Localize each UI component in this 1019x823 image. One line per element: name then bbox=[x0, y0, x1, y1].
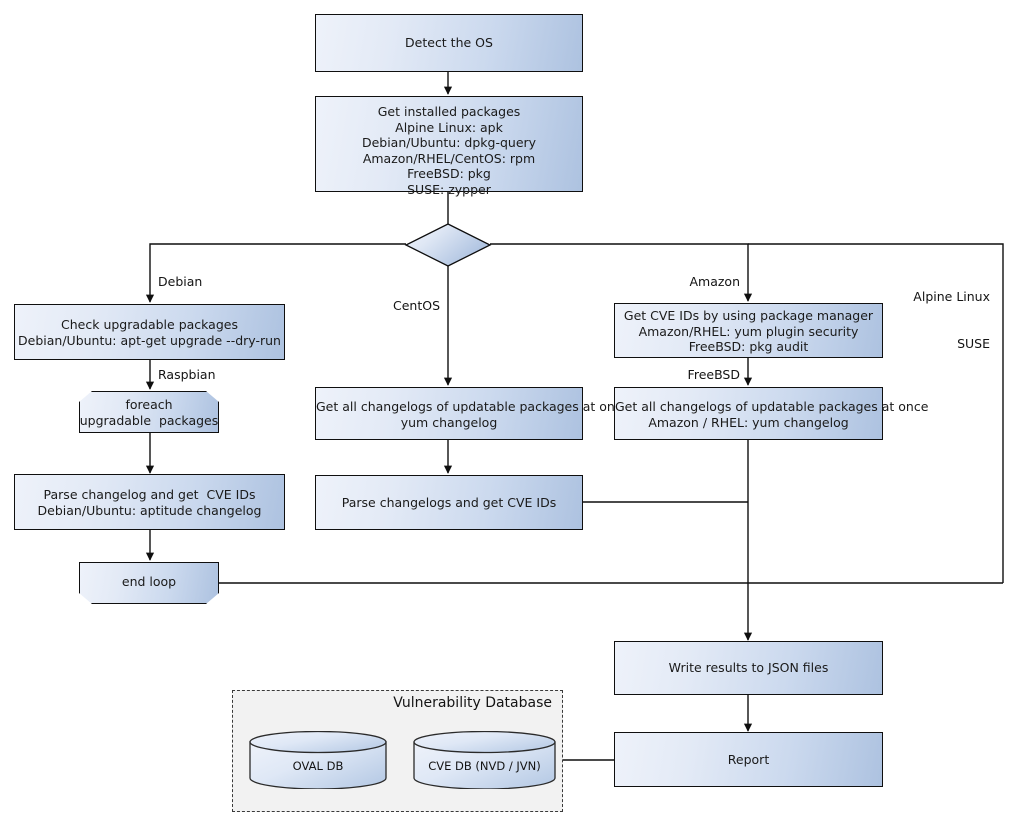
branch-amazon-line-1: Amazon bbox=[689, 274, 740, 289]
branch-alpine-line-2: SUSE bbox=[957, 335, 990, 351]
node-end-loop[interactable]: end loop bbox=[79, 562, 219, 604]
installed-packages-line-1: Get installed packages bbox=[377, 104, 521, 119]
branch-amazon-line-3: FreeBSD bbox=[687, 367, 740, 382]
report-label: Report bbox=[727, 751, 770, 767]
node-changelogs-centos[interactable]: Get all changelogs of updatable packages… bbox=[315, 387, 630, 440]
database-oval-db[interactable]: OVAL DB bbox=[248, 730, 388, 790]
parse-changelog-deb-line-2: Debian/Ubuntu: aptitude changelog bbox=[37, 502, 262, 518]
get-cve-pm-line-1: Get CVE IDs by using package manager bbox=[623, 308, 874, 323]
node-detect-os[interactable]: Detect the OS bbox=[315, 14, 583, 72]
branch-debian-line-3: Raspbian bbox=[158, 367, 216, 382]
foreach-loop-line-2: upgradable packages bbox=[79, 412, 219, 428]
installed-packages-line-5: FreeBSD: pkg bbox=[407, 166, 491, 181]
database-cve-db[interactable]: CVE DB (NVD / JVN) bbox=[412, 730, 557, 790]
node-parse-changelog-debian[interactable]: Parse changelog and get CVE IDs Debian/U… bbox=[14, 474, 285, 530]
node-get-cve-package-manager[interactable]: Get CVE IDs by using package manager Ama… bbox=[614, 303, 883, 358]
installed-packages-line-3: Debian/Ubuntu: dpkg-query bbox=[361, 135, 537, 150]
branch-debian-line-1: Debian bbox=[158, 274, 203, 289]
node-foreach-loop[interactable]: foreach upgradable packages bbox=[79, 391, 219, 433]
branch-label-centos: CentOS bbox=[340, 267, 440, 345]
node-check-upgradable[interactable]: Check upgradable packages Debian/Ubuntu:… bbox=[14, 304, 285, 360]
branch-label-alpine: Alpine Linux SUSE bbox=[880, 258, 990, 382]
node-detect-os-label: Detect the OS bbox=[405, 35, 493, 51]
get-cve-pm-line-3: FreeBSD: pkg audit bbox=[688, 339, 809, 354]
end-loop-shape bbox=[79, 562, 219, 604]
cve-db-label: CVE DB (NVD / JVN) bbox=[428, 759, 541, 773]
parse-changelogs-centos-label: Parse changelogs and get CVE IDs bbox=[341, 494, 557, 510]
installed-packages-line-4: Amazon/RHEL/CentOS: rpm bbox=[362, 150, 536, 166]
node-get-installed-packages[interactable]: Get installed packages Alpine Linux: apk… bbox=[315, 96, 583, 197]
installed-packages-line-2: Alpine Linux: apk bbox=[395, 119, 503, 135]
vulnerability-database-title: Vulnerability Database bbox=[393, 695, 552, 711]
node-write-json[interactable]: Write results to JSON files bbox=[614, 641, 883, 695]
end-loop-label: end loop bbox=[121, 574, 177, 589]
check-upgradable-line-1: Check upgradable packages bbox=[61, 317, 238, 332]
changelogs-centos-line-1: Get all changelogs of updatable packages… bbox=[316, 399, 630, 414]
get-cve-pm-line-2: Amazon/RHEL: yum plugin security bbox=[638, 323, 859, 339]
parse-changelog-deb-line-1: Parse changelog and get CVE IDs bbox=[43, 487, 256, 502]
changelogs-centos-line-2: yum changelog bbox=[400, 414, 498, 430]
changelogs-rhel-line-2: Amazon / RHEL: yum changelog bbox=[648, 414, 849, 430]
check-upgradable-line-2: Debian/Ubuntu: apt-get upgrade --dry-run bbox=[18, 332, 281, 348]
branch-centos-line-1: CentOS bbox=[392, 298, 440, 313]
foreach-loop-line-1: foreach bbox=[125, 397, 173, 412]
branch-alpine-line-1: Alpine Linux bbox=[913, 289, 990, 304]
node-report[interactable]: Report bbox=[614, 732, 883, 787]
oval-db-label: OVAL DB bbox=[292, 759, 344, 773]
changelogs-rhel-line-1: Get all changelogs of updatable packages… bbox=[615, 399, 929, 414]
write-json-label: Write results to JSON files bbox=[668, 660, 829, 676]
foreach-loop-shape bbox=[79, 391, 219, 433]
node-parse-changelogs-centos[interactable]: Parse changelogs and get CVE IDs bbox=[315, 475, 583, 530]
installed-packages-line-6: SUSE: zypper bbox=[407, 181, 491, 197]
node-os-decision[interactable] bbox=[404, 222, 492, 268]
node-changelogs-rhel[interactable]: Get all changelogs of updatable packages… bbox=[614, 387, 929, 440]
